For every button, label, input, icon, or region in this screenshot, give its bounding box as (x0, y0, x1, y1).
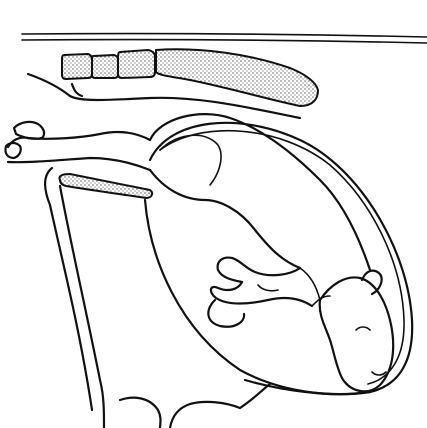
foetus (5, 114, 393, 391)
foetus-fetlock (258, 285, 278, 291)
dorsal-contour (22, 34, 427, 43)
foetus-haunch (160, 135, 221, 185)
vertebra-1 (62, 54, 92, 79)
foetus-foreleg-2 (211, 282, 312, 306)
foetus-hind-leg-lower (8, 158, 150, 170)
vertebra-3 (118, 50, 155, 78)
foetus-muzzle (372, 372, 386, 375)
foetus-eye (356, 327, 370, 330)
foetus-chest (300, 268, 320, 300)
vertebra-2 (92, 55, 118, 78)
foetus-belly (150, 170, 300, 268)
foetus-hoof-2 (5, 143, 20, 158)
abdominal-wall (45, 168, 270, 428)
foetus-hoof-1 (14, 122, 44, 139)
vertebrae (62, 49, 318, 106)
foetus-ear (362, 271, 382, 294)
pubic-bone (59, 174, 152, 198)
foetus-neck-crease (312, 296, 330, 306)
uterus (145, 123, 412, 394)
